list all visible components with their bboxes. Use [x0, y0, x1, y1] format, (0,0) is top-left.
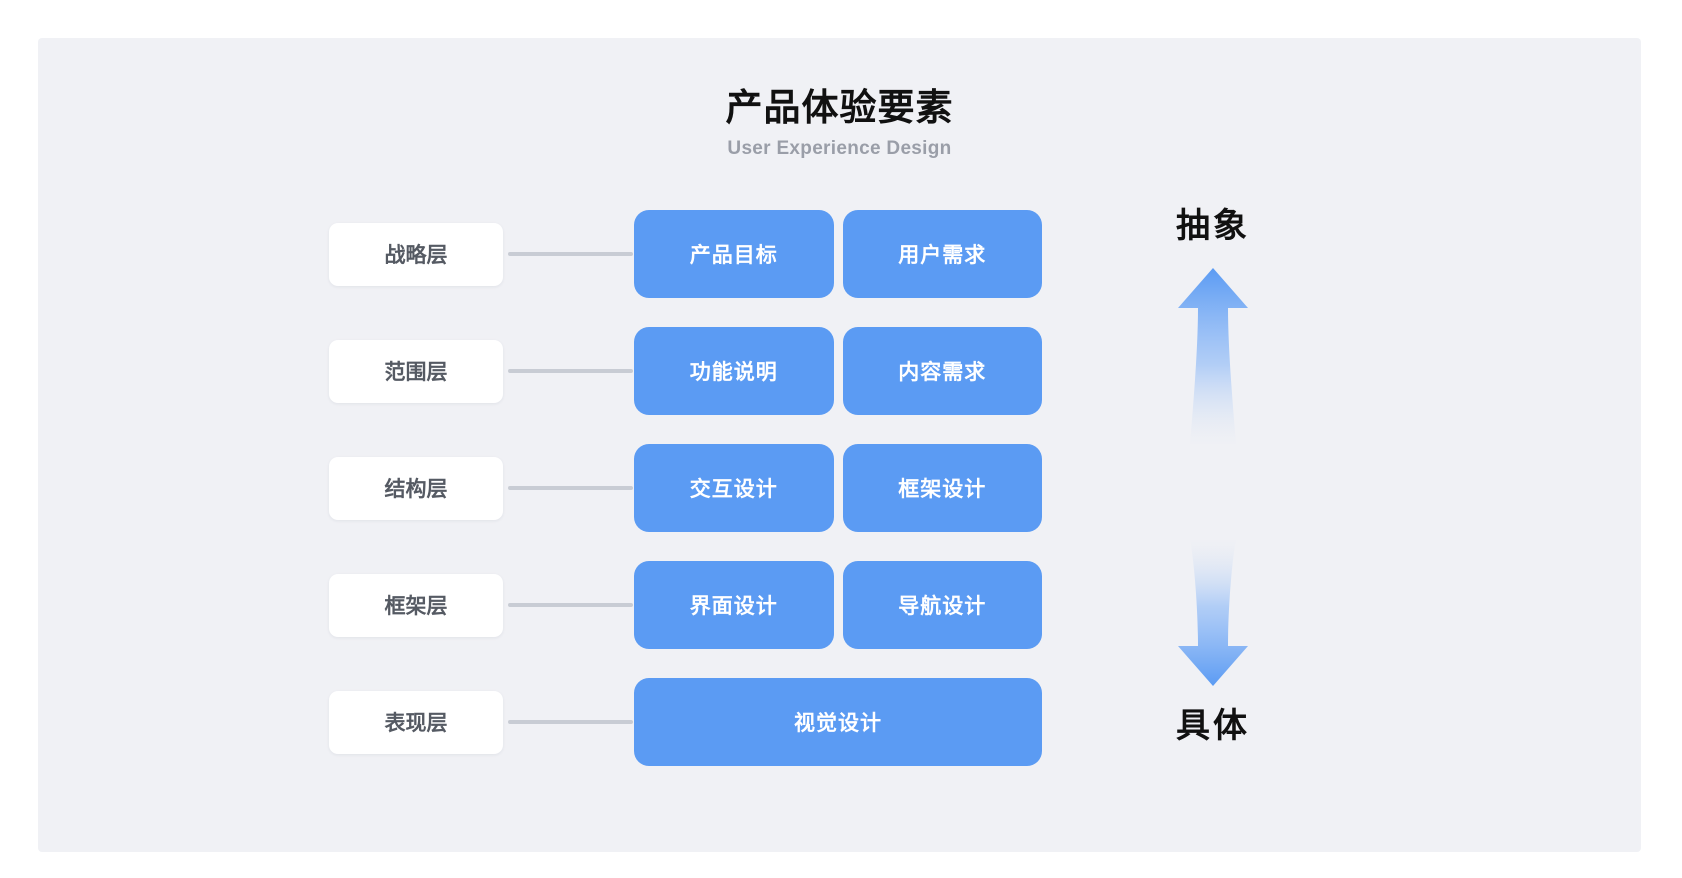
layer-row-skeleton: 框架层 界面设计 导航设计 [38, 561, 1641, 649]
layer-rows: 战略层 产品目标 用户需求 范围层 功能说明 内容需求 结构层 [38, 210, 1641, 766]
layer-row-structure: 结构层 交互设计 框架设计 [38, 444, 1641, 532]
card-product-goal[interactable]: 产品目标 [634, 210, 834, 298]
connector-line [508, 720, 633, 724]
header: 产品体验要素 User Experience Design [38, 85, 1641, 160]
layer-row-surface: 表现层 视觉设计 [38, 678, 1641, 766]
layer-label-skeleton[interactable]: 框架层 [329, 573, 503, 637]
diagram-panel: 产品体验要素 User Experience Design 战略层 产品目标 用… [38, 38, 1641, 852]
connector-line [508, 603, 633, 607]
card-group-structure: 交互设计 框架设计 [634, 444, 1042, 532]
axis-label-concrete: 具体 [1176, 707, 1250, 745]
arrow-up-icon [1178, 268, 1248, 444]
card-group-surface: 视觉设计 [634, 678, 1042, 766]
layer-label-scope[interactable]: 范围层 [329, 339, 503, 403]
card-group-strategy: 产品目标 用户需求 [634, 210, 1042, 298]
card-user-needs[interactable]: 用户需求 [842, 210, 1042, 298]
connector-line [508, 486, 633, 490]
abstraction-axis: 抽象 [1098, 198, 1328, 758]
card-interface-design[interactable]: 界面设计 [634, 561, 834, 649]
card-visual-design[interactable]: 视觉设计 [634, 678, 1042, 766]
layer-label-strategy[interactable]: 战略层 [329, 222, 503, 286]
connector-line [508, 369, 633, 373]
layer-label-surface[interactable]: 表现层 [329, 690, 503, 754]
card-functional-spec[interactable]: 功能说明 [634, 327, 834, 415]
card-group-skeleton: 界面设计 导航设计 [634, 561, 1042, 649]
layer-row-strategy: 战略层 产品目标 用户需求 [38, 210, 1641, 298]
card-information-architecture[interactable]: 框架设计 [842, 444, 1042, 532]
page-title: 产品体验要素 [725, 87, 954, 128]
arrow-down-icon [1178, 540, 1248, 686]
connector-line [508, 252, 633, 256]
card-navigation-design[interactable]: 导航设计 [842, 561, 1042, 649]
page-subtitle: User Experience Design [727, 138, 952, 160]
axis-label-abstract: 抽象 [1176, 207, 1250, 245]
layer-label-structure[interactable]: 结构层 [329, 456, 503, 520]
card-group-scope: 功能说明 内容需求 [634, 327, 1042, 415]
card-content-requirements[interactable]: 内容需求 [842, 327, 1042, 415]
layer-row-scope: 范围层 功能说明 内容需求 [38, 327, 1641, 415]
card-interaction-design[interactable]: 交互设计 [634, 444, 834, 532]
